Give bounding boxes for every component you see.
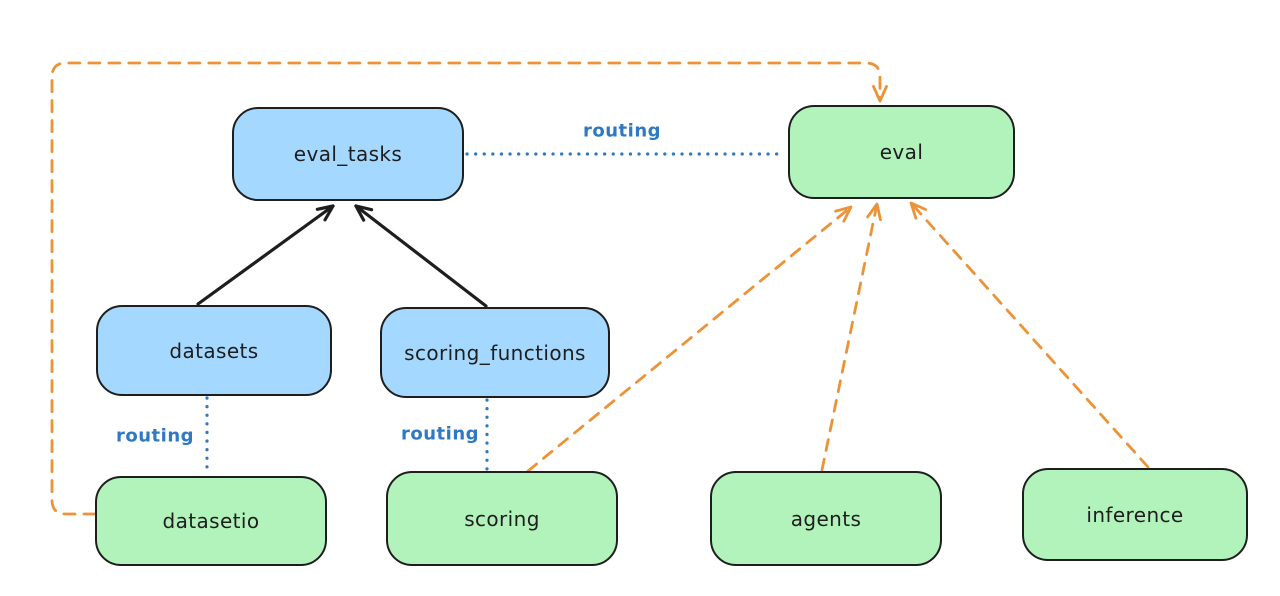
arrowhead-scoring-to-eval: [834, 205, 853, 223]
edge-agents-to-eval: [820, 202, 879, 472]
node-eval_tasks-label: eval_tasks: [293, 142, 403, 166]
node-datasetio: datasetio: [95, 476, 327, 566]
node-inference: inference: [1022, 468, 1248, 561]
arrowhead-datasetio-to-eval: [872, 84, 888, 103]
edge-inference-to-eval: [909, 201, 1150, 469]
node-scoring-label: scoring: [464, 506, 540, 531]
edge-label-routing-datasets-datasetio: routing: [115, 425, 195, 447]
edge-label-routing-scoring_functions-scoring: routing: [400, 423, 480, 445]
node-inference-label: inference: [1086, 502, 1184, 527]
edge-scoring-to-eval: [526, 205, 853, 473]
arrowhead-scoring_functions-to-eval_tasks: [354, 204, 374, 222]
arrowhead-datasets-to-eval_tasks: [315, 204, 335, 222]
edge-scoring_functions-to-eval_tasks: [354, 204, 488, 308]
node-eval_tasks: eval_tasks: [232, 107, 464, 201]
node-scoring-functions: scoring_functions: [380, 307, 610, 398]
node-agents-label: agents: [790, 506, 862, 531]
arrowhead-agents-to-eval: [866, 202, 882, 222]
edge-label-routing-eval_tasks-eval: routing: [582, 120, 662, 142]
node-datasets: datasets: [96, 305, 332, 396]
edge-datasets-to-eval_tasks: [196, 204, 335, 306]
node-scoring-functions-label: scoring_functions: [404, 340, 586, 365]
arrowhead-inference-to-eval: [909, 201, 928, 220]
node-eval-label: eval: [879, 140, 924, 164]
node-datasets-label: datasets: [169, 338, 259, 363]
node-datasetio-label: datasetio: [162, 509, 260, 533]
node-agents: agents: [710, 471, 942, 566]
edge-datasetio-to-eval: [50, 61, 882, 516]
node-scoring: scoring: [386, 471, 618, 566]
node-eval: eval: [788, 105, 1015, 199]
